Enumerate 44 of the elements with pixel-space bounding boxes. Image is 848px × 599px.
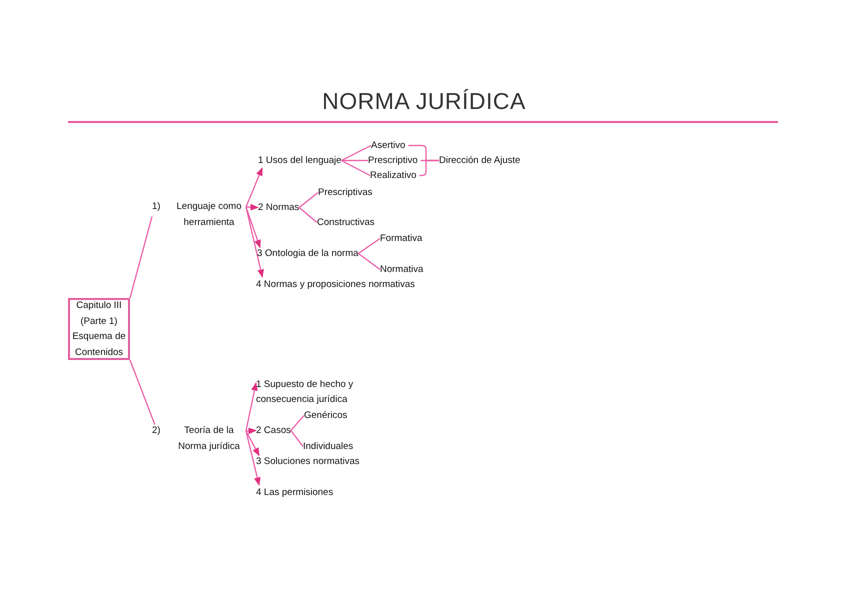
bracket-line (419, 160, 439, 176)
branch-label: Realizativo (370, 168, 416, 183)
branch-label: 4 Las permisiones (256, 485, 334, 500)
connector-line (341, 160, 368, 162)
connector-line (298, 192, 318, 208)
branch-label: Formativa (380, 231, 422, 246)
connector-line (129, 360, 156, 425)
section-number: 2) (152, 424, 162, 438)
connector-line (298, 207, 318, 223)
branch-label: 3 Soluciones normativas (256, 454, 360, 469)
arrow (245, 430, 260, 456)
connector-line (358, 238, 380, 254)
branch-label: 1 Supuesto de hecho y consecuencia jurídica (256, 377, 368, 407)
connector-line (290, 415, 304, 431)
diagram-title: NORMA JURÍDICA (321, 88, 527, 115)
arrow (245, 206, 264, 278)
chapter-box: Capitulo III (Parte 1) Esquema de Contenidos (68, 298, 130, 360)
arrow (245, 430, 261, 486)
branch-label: Normativa (380, 262, 424, 277)
section-number: 1) (152, 200, 162, 214)
branch-label: Dirección de Ajuste (439, 153, 520, 168)
arrow (245, 206, 261, 248)
branch-label: Prescriptivo (368, 153, 418, 168)
arrow (245, 167, 263, 208)
arrow (246, 204, 259, 211)
connector-line (341, 144, 372, 162)
branch-label: 4 Normas y proposiciones normativas (256, 277, 415, 292)
section-heading: Teoría de la Norma jurídica (177, 424, 241, 454)
branch-label: Genéricos (304, 408, 348, 423)
branch-label: Asertivo (371, 138, 406, 153)
arrow (246, 428, 257, 434)
branch-label: 2 Casos (256, 423, 291, 438)
branch-label: Individuales (303, 439, 354, 454)
branch-label: Constructivas (317, 215, 375, 230)
branch-label: 2 Normas (258, 200, 300, 215)
connector-line (358, 253, 380, 270)
arrow (245, 382, 258, 432)
branch-label: 1 Usos del lenguaje (258, 153, 342, 168)
connector-line (290, 430, 304, 447)
branch-label: Prescriptivas (318, 185, 372, 200)
section-heading: Lenguaje como herramienta (176, 200, 242, 230)
branch-label: 3 Ontologia de la norma (257, 246, 358, 261)
connector-line (341, 160, 370, 176)
connector-line (129, 216, 153, 298)
